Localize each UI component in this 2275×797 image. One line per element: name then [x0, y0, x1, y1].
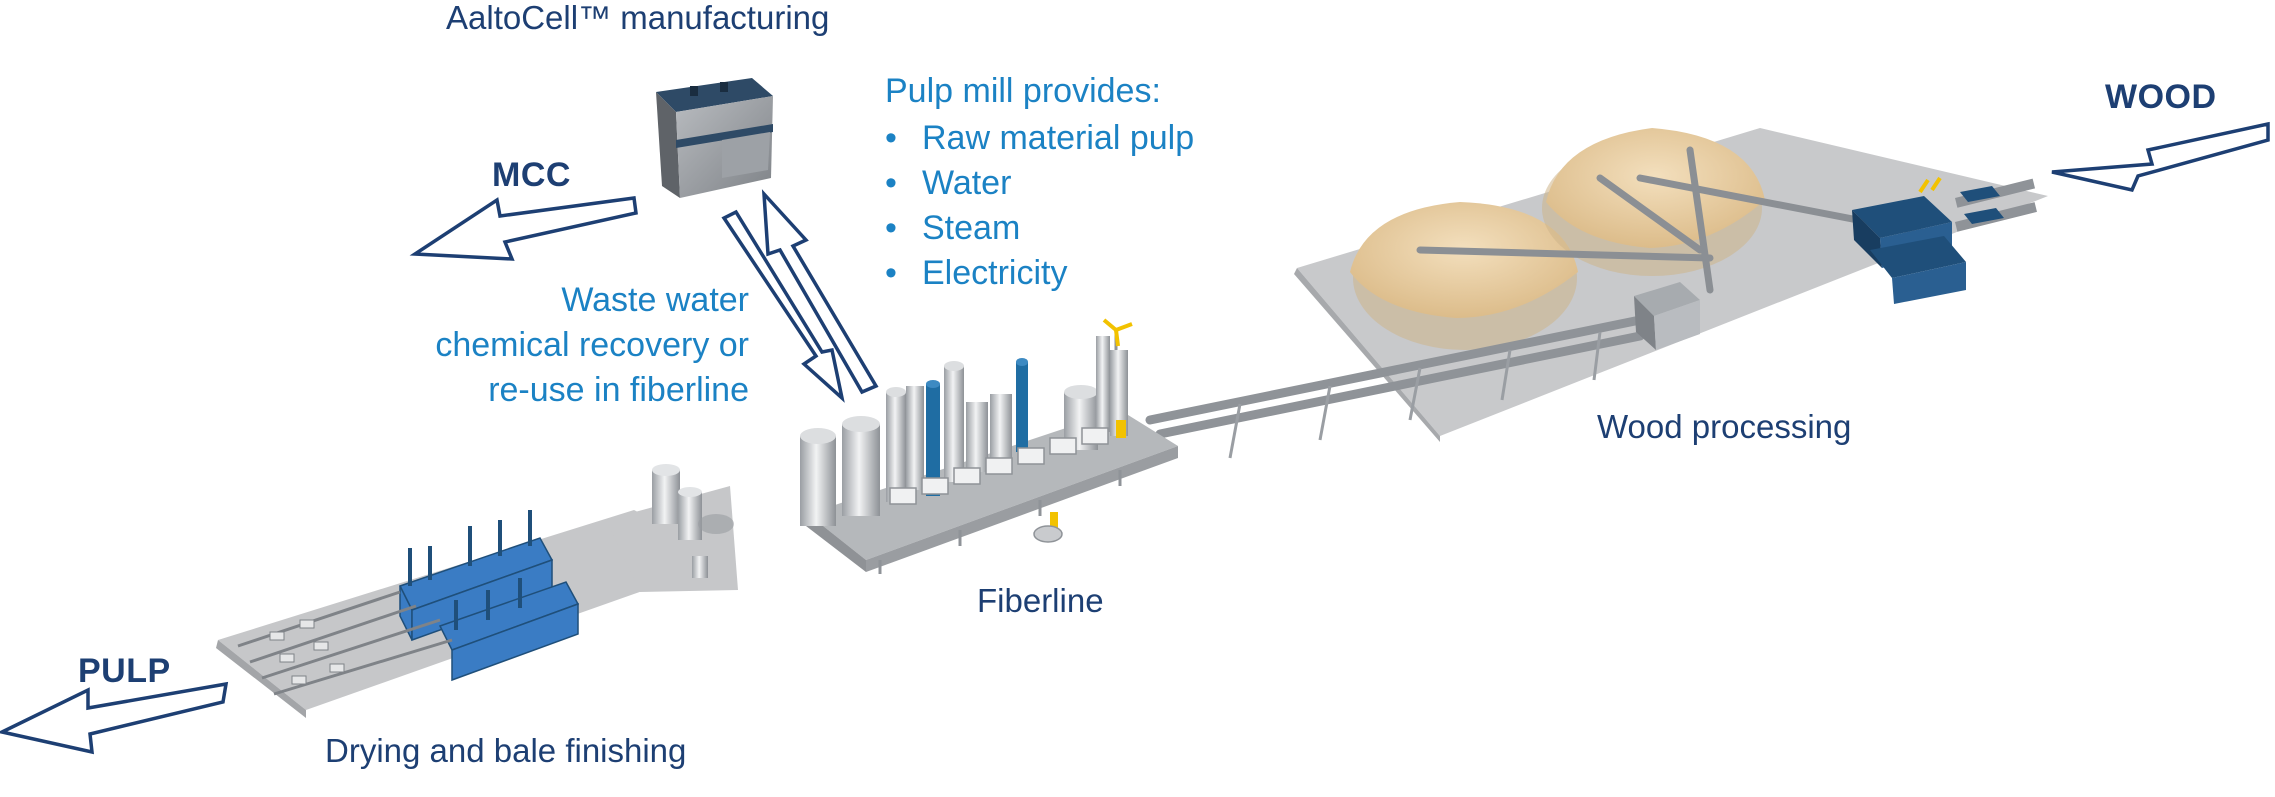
waste-water-line: chemical recovery or — [435, 326, 749, 364]
waste-water-text: Waste water chemical recovery or re-use … — [435, 278, 749, 413]
mcc-label: MCC — [492, 156, 571, 194]
fiberline-label: Fiberline — [977, 582, 1104, 619]
wood-processing-label: Wood processing — [1597, 408, 1852, 445]
wood-processing-plant-icon — [1145, 128, 2048, 459]
waste-water-line: Waste water — [561, 281, 749, 319]
wood-label: WOOD — [2105, 78, 2217, 116]
pulp-arrow-icon — [0, 681, 229, 755]
pulp-mill-heading: Pulp mill provides: — [885, 72, 1161, 110]
waste-water-line: re-use in fiberline — [488, 371, 749, 409]
aaltocell-building-icon — [656, 78, 773, 198]
list-item: Steam — [885, 206, 1194, 251]
list-item: Water — [885, 161, 1194, 206]
list-item: Raw material pulp — [885, 116, 1194, 161]
list-item: Electricity — [885, 251, 1194, 296]
pulp-label: PULP — [78, 652, 171, 690]
drying-plant-icon — [216, 464, 738, 718]
exchange-arrows-icon — [721, 189, 879, 403]
pulp-mill-list: Raw material pulp Water Steam Electricit… — [885, 116, 1194, 296]
drying-label: Drying and bale finishing — [325, 732, 687, 769]
wood-arrow-icon — [2051, 121, 2270, 193]
fiberline-plant-icon — [800, 318, 1178, 574]
aaltocell-label: AaltoCell™ manufacturing — [446, 0, 830, 36]
mcc-arrow-icon — [409, 196, 638, 261]
